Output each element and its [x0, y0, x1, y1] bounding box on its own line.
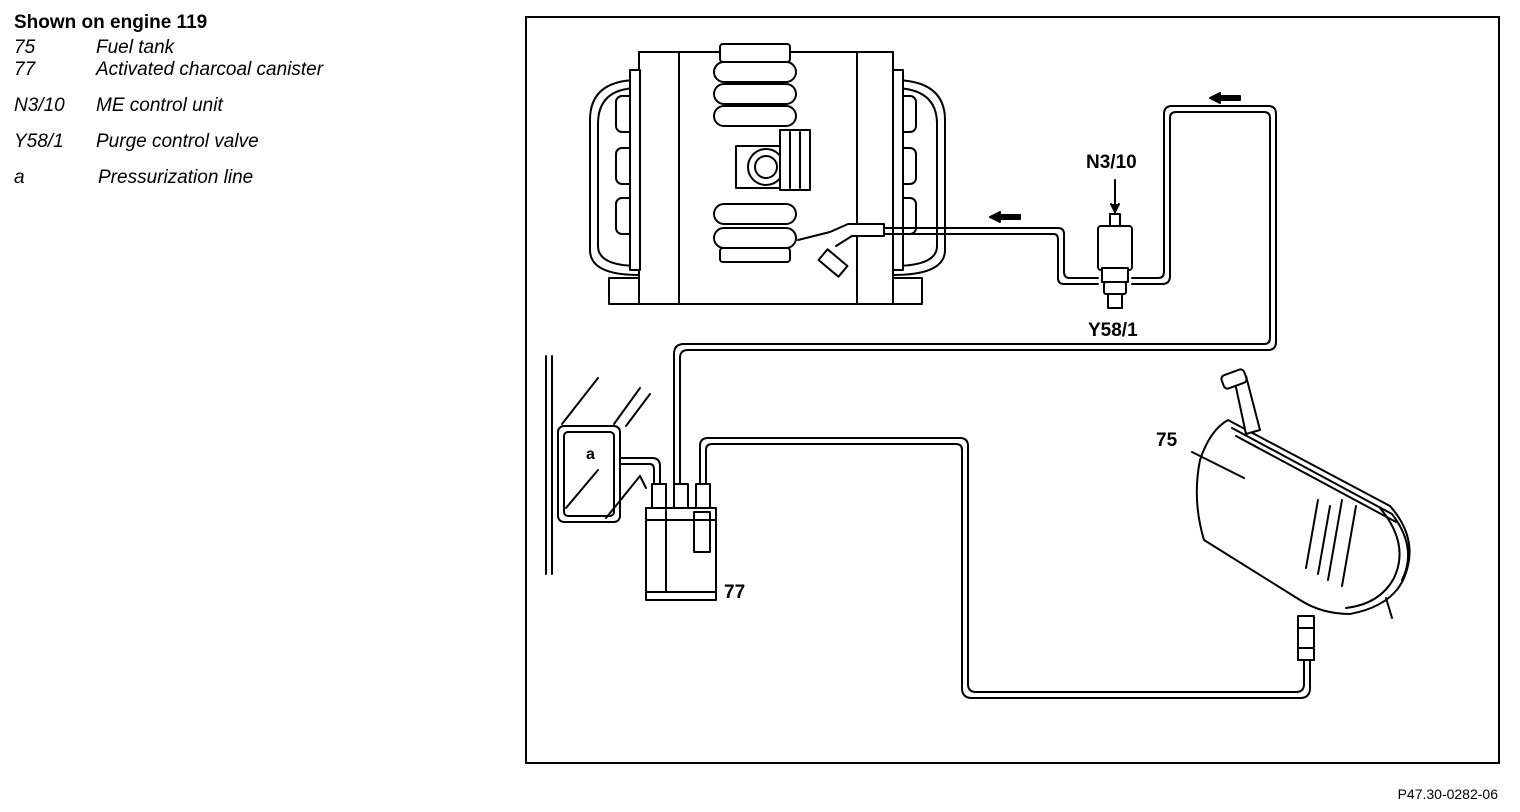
label-y58-1: Y58/1: [1088, 320, 1138, 341]
legend-code: a: [14, 167, 25, 188]
legend-item: 75 Fuel tank: [14, 37, 494, 59]
figure-reference: P47.30-0282-06: [1397, 786, 1498, 802]
legend-code: 77: [14, 59, 36, 80]
legend: Shown on engine 119 75 Fuel tank 77 Acti…: [14, 12, 494, 189]
legend-item: 77 Activated charcoal canister: [14, 59, 494, 81]
legend-item: a Pressurization line: [14, 167, 494, 189]
legend-description: Purge control valve: [96, 131, 259, 152]
legend-code: 75: [14, 37, 36, 58]
legend-description: ME control unit: [96, 95, 223, 116]
pressurization-chamber: [545, 355, 651, 575]
legend-code: N3/10: [14, 95, 65, 116]
legend-item: Y58/1 Purge control valve: [14, 131, 494, 153]
legend-description: Pressurization line: [98, 167, 254, 188]
purge-control-valve: [1097, 179, 1133, 309]
charcoal-canister: [639, 475, 717, 601]
purge-lines: [609, 105, 1311, 699]
legend-item: N3/10 ME control unit: [14, 95, 494, 117]
flow-arrows: [989, 92, 1241, 223]
label-n3-10: N3/10: [1086, 152, 1137, 173]
engine: [589, 43, 946, 305]
legend-code: Y58/1: [14, 131, 64, 152]
legend-title: Shown on engine 119: [14, 12, 208, 33]
legend-description: Activated charcoal canister: [96, 59, 324, 80]
label-fuel-tank: 75: [1156, 430, 1178, 451]
legend-description: Fuel tank: [96, 37, 175, 58]
label-pressurization: a: [586, 446, 595, 463]
label-canister: 77: [724, 582, 745, 603]
fuel-tank: [1191, 368, 1411, 661]
diagram-frame: [525, 16, 1500, 764]
